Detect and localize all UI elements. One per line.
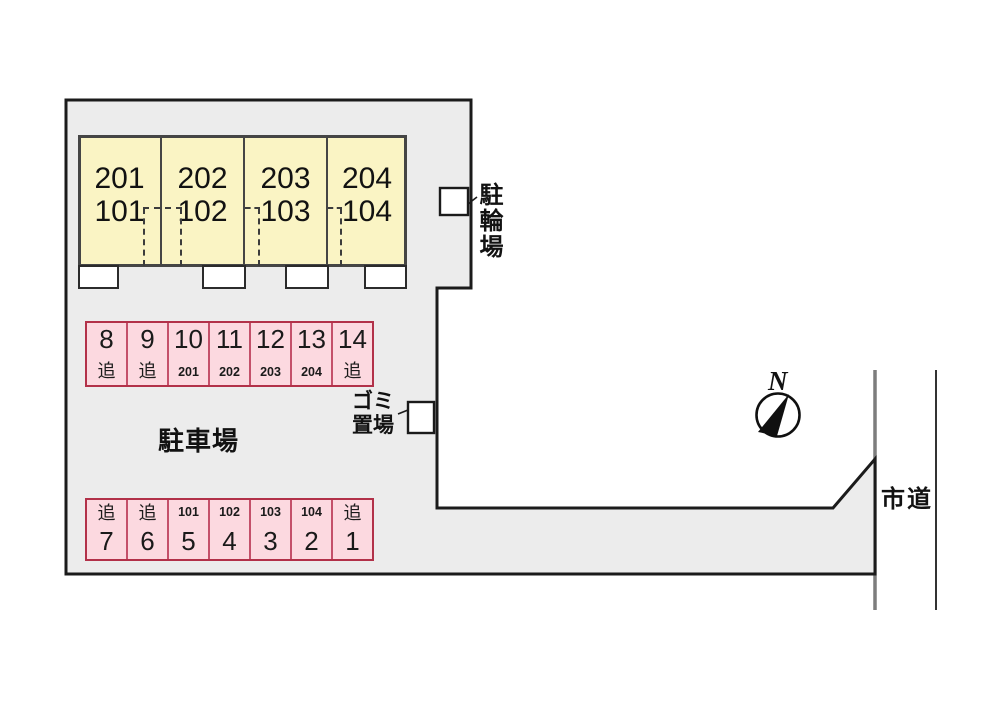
parking-space-tag: 104 xyxy=(301,505,322,519)
parking-space-tag: 追 xyxy=(343,503,362,523)
building-outline xyxy=(78,135,407,267)
entrance-dash-line xyxy=(245,207,260,209)
parking-space-tag: 203 xyxy=(260,365,281,379)
unit-label-1: 201 101 xyxy=(78,162,161,228)
bicycle-parking-square xyxy=(438,186,470,217)
parking-space-number: 14 xyxy=(338,324,367,354)
unit-lower-number: 102 xyxy=(177,195,228,228)
parking-space-number: 6 xyxy=(140,526,155,556)
parking-space-tag: 追 xyxy=(343,361,362,381)
parking-space: 12 203 xyxy=(251,323,292,385)
parking-space-tag: 追 xyxy=(138,361,157,381)
parking-space: 101 5 xyxy=(169,500,210,559)
city-road-label: 市道 xyxy=(881,486,933,513)
garbage-label-line1: ゴミ xyxy=(352,390,394,413)
unit-lower-number: 104 xyxy=(341,195,393,228)
entrance-dash-line xyxy=(180,208,182,266)
parking-space: 9 追 xyxy=(128,323,169,385)
parking-space: 104 2 xyxy=(292,500,333,559)
entrance-dash-line xyxy=(143,207,182,209)
parking-space: 追 7 xyxy=(87,500,128,559)
entrance-dash-line xyxy=(143,208,145,266)
unit-upper-number: 203 xyxy=(260,162,311,195)
parking-space-tag: 204 xyxy=(301,365,322,379)
unit-label-2: 202 102 xyxy=(161,162,244,228)
entrance-dash-line xyxy=(340,208,342,266)
parking-space-tag: 追 xyxy=(138,503,157,523)
parking-space-number: 11 xyxy=(216,324,243,354)
parking-space: 11 202 xyxy=(210,323,251,385)
unit-lower-number: 103 xyxy=(260,195,311,228)
compass-needle xyxy=(758,394,789,436)
parking-space: 14 追 xyxy=(333,323,372,385)
bicycle-parking-leader-line xyxy=(467,196,478,205)
parking-space-tag: 102 xyxy=(219,505,240,519)
parking-space: 13 204 xyxy=(292,323,333,385)
parking-space-number: 10 xyxy=(174,324,203,354)
garbage-area-leader-line xyxy=(397,409,409,415)
parking-space-number: 8 xyxy=(99,324,114,354)
unit-divider-1 xyxy=(160,137,162,265)
parking-space-number: 9 xyxy=(140,324,155,354)
entrance-dash-line xyxy=(328,207,342,209)
unit-divider-2 xyxy=(243,137,245,265)
parking-space: 追 1 xyxy=(333,500,372,559)
north-compass-label: N xyxy=(768,366,788,396)
entrance-porch-1 xyxy=(78,265,119,289)
parking-space: 103 3 xyxy=(251,500,292,559)
entrance-porch-2 xyxy=(202,265,246,289)
unit-label-3: 203 103 xyxy=(244,162,327,228)
parking-space-number: 3 xyxy=(263,526,278,556)
unit-divider-3 xyxy=(326,137,328,265)
parking-space: 102 4 xyxy=(210,500,251,559)
unit-upper-number: 201 xyxy=(94,162,145,195)
entrance-dash-line xyxy=(258,208,260,266)
parking-space-tag: 202 xyxy=(219,365,240,379)
parking-space-number: 1 xyxy=(345,526,360,556)
parking-area-label: 駐車場 xyxy=(158,426,240,456)
unit-label-4: 204 104 xyxy=(327,162,407,228)
parking-space-number: 7 xyxy=(99,526,114,556)
parking-space-number: 2 xyxy=(304,526,319,556)
bicycle-parking-label: 駐輪場 xyxy=(475,182,502,260)
parking-space-number: 13 xyxy=(297,324,326,354)
parking-space-number: 4 xyxy=(222,526,237,556)
garbage-label-line2: 置場 xyxy=(352,414,394,437)
unit-upper-number: 204 xyxy=(341,162,393,195)
parking-space: 8 追 xyxy=(87,323,128,385)
parking-space: 10 201 xyxy=(169,323,210,385)
parking-space-number: 5 xyxy=(181,526,196,556)
unit-upper-number: 202 xyxy=(177,162,228,195)
parking-space: 追 6 xyxy=(128,500,169,559)
parking-space-tag: 追 xyxy=(97,361,116,381)
parking-space-tag: 101 xyxy=(178,505,199,519)
north-compass xyxy=(755,392,801,438)
unit-lower-number: 101 xyxy=(94,195,145,228)
entrance-porch-4 xyxy=(364,265,407,289)
parking-space-tag: 追 xyxy=(97,503,116,523)
parking-space-tag: 103 xyxy=(260,505,281,519)
parking-row-top: 8 追 9 追 10 201 11 202 12 203 13 204 14 追 xyxy=(85,321,374,387)
parking-space-number: 12 xyxy=(256,324,285,354)
entrance-porch-3 xyxy=(285,265,329,289)
garbage-area-label: ゴミ 置場 xyxy=(350,390,396,438)
parking-row-bottom: 追 7 追 6 101 5 102 4 103 3 104 2 追 1 xyxy=(85,498,374,561)
parking-space-tag: 201 xyxy=(178,365,199,379)
garbage-area-square xyxy=(406,400,436,435)
